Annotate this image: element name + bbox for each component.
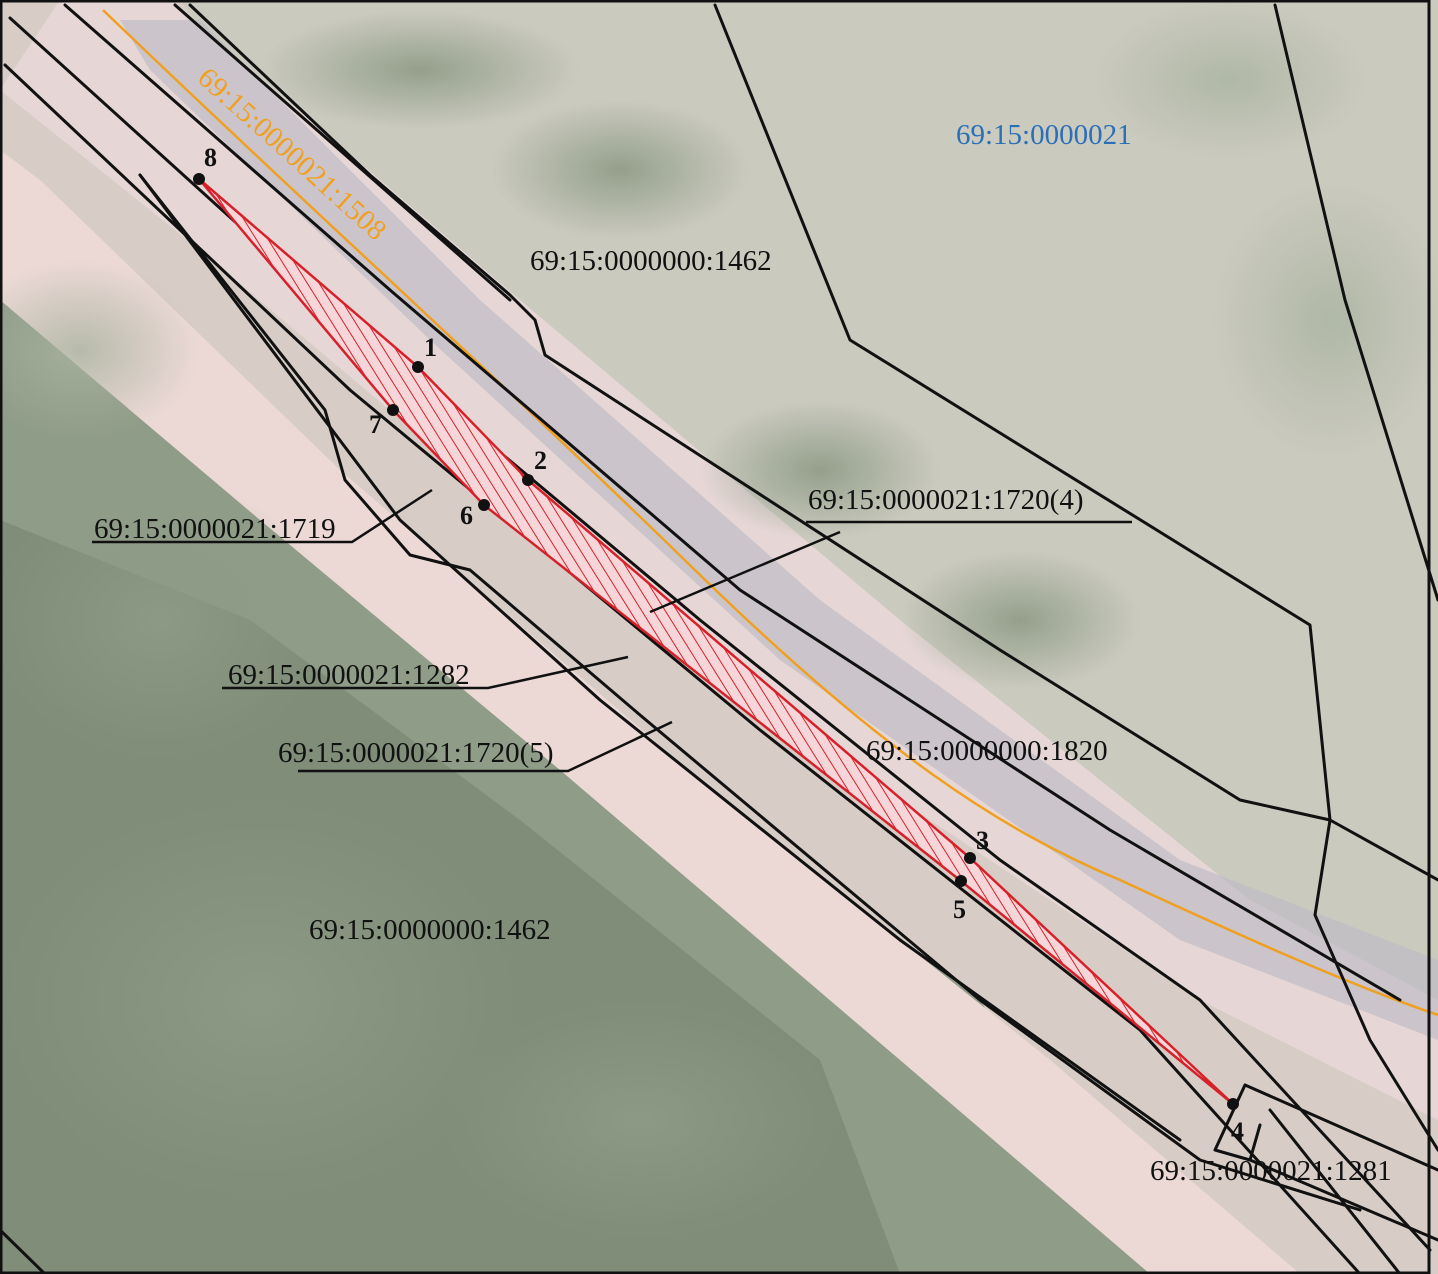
parcel-label-1720-4: 69:15:0000021:1720(4) [808, 484, 1084, 516]
quarter-label: 69:15:0000021 [956, 119, 1132, 151]
parcel-label-1462-top: 69:15:0000000:1462 [530, 245, 772, 277]
vertex-1[interactable] [412, 361, 424, 373]
parcel-label-1719: 69:15:0000021:1719 [94, 513, 336, 545]
parcel-label-1820: 69:15:0000000:1820 [866, 735, 1108, 767]
vertex-7[interactable] [387, 404, 399, 416]
vertex-2[interactable] [522, 474, 534, 486]
vertex-3[interactable] [964, 852, 976, 864]
vertex-label-1: 1 [424, 333, 437, 362]
vertex-label-2: 2 [534, 446, 547, 475]
vertex-5[interactable] [955, 875, 967, 887]
vertex-4[interactable] [1227, 1098, 1239, 1110]
vertex-6[interactable] [478, 499, 490, 511]
parcel-label-1462-bottom: 69:15:0000000:1462 [309, 914, 551, 946]
vertex-markers [193, 173, 1239, 1110]
vertex-label-6: 6 [460, 501, 473, 530]
leader-lines [92, 488, 1132, 773]
vertex-label-8: 8 [204, 143, 217, 172]
vertex-8[interactable] [193, 173, 205, 185]
vertex-labels: 1 2 3 4 5 6 7 8 [204, 143, 1244, 1146]
vertex-label-4: 4 [1231, 1117, 1244, 1146]
parcel-label-1281: 69:15:0000021:1281 [1150, 1155, 1392, 1187]
road-centerline [102, 9, 1438, 1017]
vertex-label-5: 5 [953, 895, 966, 924]
parcel-label-1720-5: 69:15:0000021:1720(5) [278, 737, 554, 769]
vertex-label-7: 7 [369, 410, 382, 439]
vertex-label-3: 3 [976, 826, 989, 855]
parcel-label-1282: 69:15:0000021:1282 [228, 659, 470, 691]
